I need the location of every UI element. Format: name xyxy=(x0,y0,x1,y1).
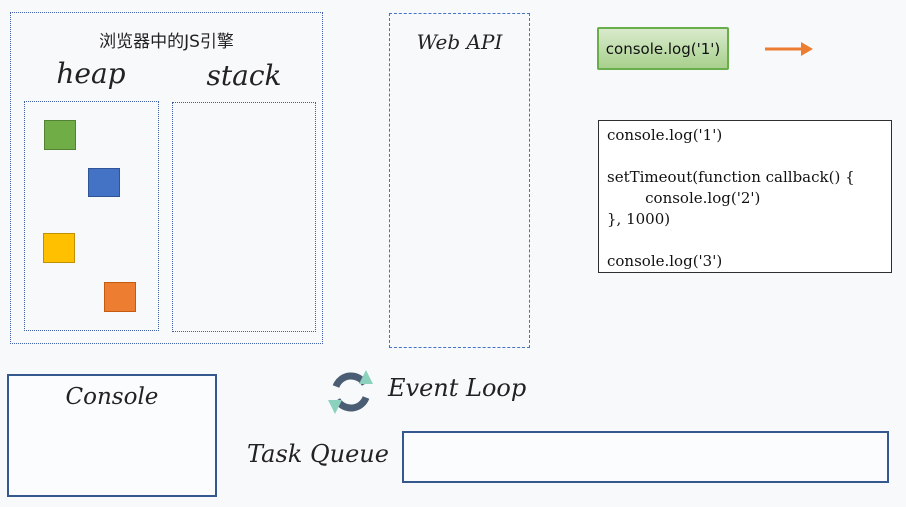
js-engine-title: 浏览器中的JS引擎 xyxy=(99,32,234,52)
code-line xyxy=(607,146,887,167)
web-api-box: Web API xyxy=(389,13,530,348)
stack-label: stack xyxy=(206,59,282,92)
heap-label: heap xyxy=(56,57,126,90)
task-queue-label: Task Queue xyxy=(247,440,389,468)
source-code-box: console.log('1') setTimeout(function cal… xyxy=(598,120,892,273)
task-queue-box xyxy=(402,431,889,483)
right-arrow-icon xyxy=(765,42,813,56)
code-line: }, 1000) xyxy=(607,210,671,228)
heap-object-yellow xyxy=(43,233,75,263)
console-box: Console xyxy=(7,374,217,497)
code-line xyxy=(607,230,887,251)
stack-box xyxy=(172,102,316,332)
code-line: console.log('1') xyxy=(607,126,723,144)
heap-object-green xyxy=(44,120,76,150)
heap-box xyxy=(24,101,159,331)
current-task-label: console.log('1') xyxy=(605,39,721,58)
code-line: console.log('3') xyxy=(607,252,723,270)
heap-object-blue xyxy=(88,168,120,197)
current-task-chip: console.log('1') xyxy=(597,27,729,70)
code-line: console.log('2') xyxy=(607,189,761,207)
event-loop-label: Event Loop xyxy=(388,374,527,402)
js-engine-box: 浏览器中的JS引擎 heap stack xyxy=(10,12,323,344)
heap-object-orange xyxy=(104,282,136,312)
console-label: Console xyxy=(65,384,159,410)
sync-icon xyxy=(328,370,373,414)
code-line: setTimeout(function callback() { xyxy=(607,168,855,186)
web-api-label: Web API xyxy=(416,30,503,54)
